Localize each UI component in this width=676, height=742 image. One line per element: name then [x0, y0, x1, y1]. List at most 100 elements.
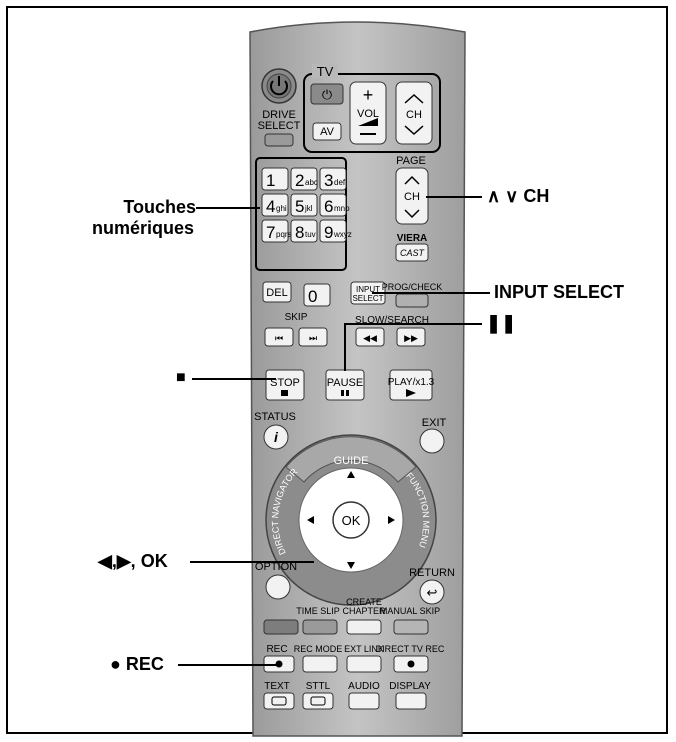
av-label: AV: [320, 126, 335, 138]
del-label: DEL: [266, 287, 287, 299]
tv-ch-up-icon: [404, 93, 424, 104]
skip-back-button[interactable]: [264, 327, 294, 347]
del-button[interactable]: [262, 281, 292, 303]
display-label: DISPLAY: [389, 681, 431, 692]
tv-power-button[interactable]: [310, 83, 344, 105]
display-button[interactable]: [395, 692, 427, 710]
status-button[interactable]: [263, 424, 289, 450]
ch-down-icon: [404, 209, 420, 219]
rec-mode-label: REC MODE: [294, 644, 343, 654]
digit-letters: tuv: [305, 230, 316, 239]
ok-button[interactable]: [332, 501, 370, 539]
direct-tv-rec-icon: [407, 660, 415, 668]
digit-label: 7: [266, 223, 275, 242]
callout-ch: ∧ ∨ CH: [487, 186, 550, 206]
digit-letters: pqrs: [276, 230, 292, 239]
ext-link-label: EXT LINK: [344, 644, 384, 654]
drive-select-button[interactable]: [264, 133, 294, 147]
manual-skip-button[interactable]: [393, 619, 429, 635]
time-slip-button[interactable]: [302, 619, 338, 635]
callout-line-rec: [178, 664, 276, 666]
callout-rec: ● REC: [110, 654, 164, 674]
prog-check-button[interactable]: [395, 293, 429, 308]
power-button[interactable]: [261, 68, 297, 104]
tv-power-icon: ⏻: [322, 87, 332, 102]
vol-rocker[interactable]: [349, 81, 387, 145]
guide-button[interactable]: [285, 436, 417, 483]
subtitle-icon: [310, 696, 326, 706]
power-icon: [270, 80, 288, 96]
audio-label: AUDIO: [348, 681, 380, 692]
tv-ch-rocker[interactable]: [395, 81, 433, 145]
rec-mode-button[interactable]: [302, 655, 338, 673]
tv-ch-label: CH: [406, 109, 422, 121]
return-label: RETURN: [409, 567, 455, 579]
exit-button[interactable]: [419, 428, 445, 454]
play-label: PLAY/x1.3: [388, 377, 435, 388]
callout-stop: ■: [176, 369, 186, 386]
time-slip-label: TIME SLIP: [296, 606, 340, 616]
fast-forward-button[interactable]: [396, 327, 426, 347]
up-arrow-icon: [347, 471, 355, 478]
viera-label: VIERA: [397, 233, 428, 244]
cast-label: CAST: [400, 248, 426, 258]
guide-label: GUIDE: [334, 455, 369, 467]
digit-label: 9: [324, 223, 333, 242]
teletext-icon: [271, 696, 287, 706]
digit-label: 6: [324, 197, 333, 216]
manual-skip-label: MANUAL SKIP: [380, 606, 440, 616]
option-button[interactable]: [265, 574, 291, 600]
digit-letters: def: [334, 178, 346, 187]
digit-letters: abc: [305, 178, 318, 187]
pause-icon: [346, 390, 349, 396]
skip-forward-icon: ⏭: [309, 333, 317, 343]
av-button[interactable]: [312, 122, 342, 141]
digit-0-button[interactable]: 0: [303, 283, 331, 307]
return-button[interactable]: [419, 579, 445, 605]
text-button[interactable]: [263, 692, 295, 710]
rewind-button[interactable]: [355, 327, 385, 347]
red-button[interactable]: [263, 619, 299, 635]
digit-label: 2: [295, 171, 304, 190]
skip-label: SKIP: [285, 312, 308, 323]
digit-label: 5: [295, 197, 304, 216]
audio-button[interactable]: [348, 692, 380, 710]
tv-group-box: [303, 73, 441, 153]
create-chapter-label-2: CHAPTER: [342, 606, 386, 616]
rec-icon: [275, 660, 283, 668]
digit-1-button[interactable]: 1: [261, 167, 289, 191]
create-chapter-label-1: CREATE: [346, 597, 382, 607]
return-icon: ↩: [427, 585, 438, 600]
play-button[interactable]: [389, 369, 433, 401]
stop-button[interactable]: [265, 369, 305, 401]
info-icon: i: [274, 429, 279, 445]
digit-label: 4: [266, 197, 275, 216]
direct-tv-rec-label: DIRECT TV REC: [376, 644, 445, 654]
skip-forward-button[interactable]: [298, 327, 328, 347]
callout-line-pause-down: [344, 323, 346, 371]
pause-label: PAUSE: [327, 377, 363, 389]
exit-label: EXIT: [422, 417, 447, 429]
create-chapter-button[interactable]: [346, 619, 382, 635]
left-arrow-icon: [307, 516, 314, 524]
sttl-label: STTL: [306, 681, 331, 692]
digit-label: 0: [308, 287, 317, 306]
sttl-button[interactable]: [302, 692, 334, 710]
callout-line-input-select: [372, 292, 490, 294]
callout-line-pause: [344, 323, 482, 325]
callout-pause: ❚❚: [486, 313, 517, 333]
status-label: STATUS: [254, 411, 296, 423]
ext-link-button[interactable]: [346, 655, 382, 673]
callout-numeric-1: Touches: [123, 197, 196, 217]
viera-cast-button[interactable]: [395, 243, 429, 262]
digit-label: 1: [266, 171, 275, 190]
digit-letters: jkl: [304, 204, 313, 213]
